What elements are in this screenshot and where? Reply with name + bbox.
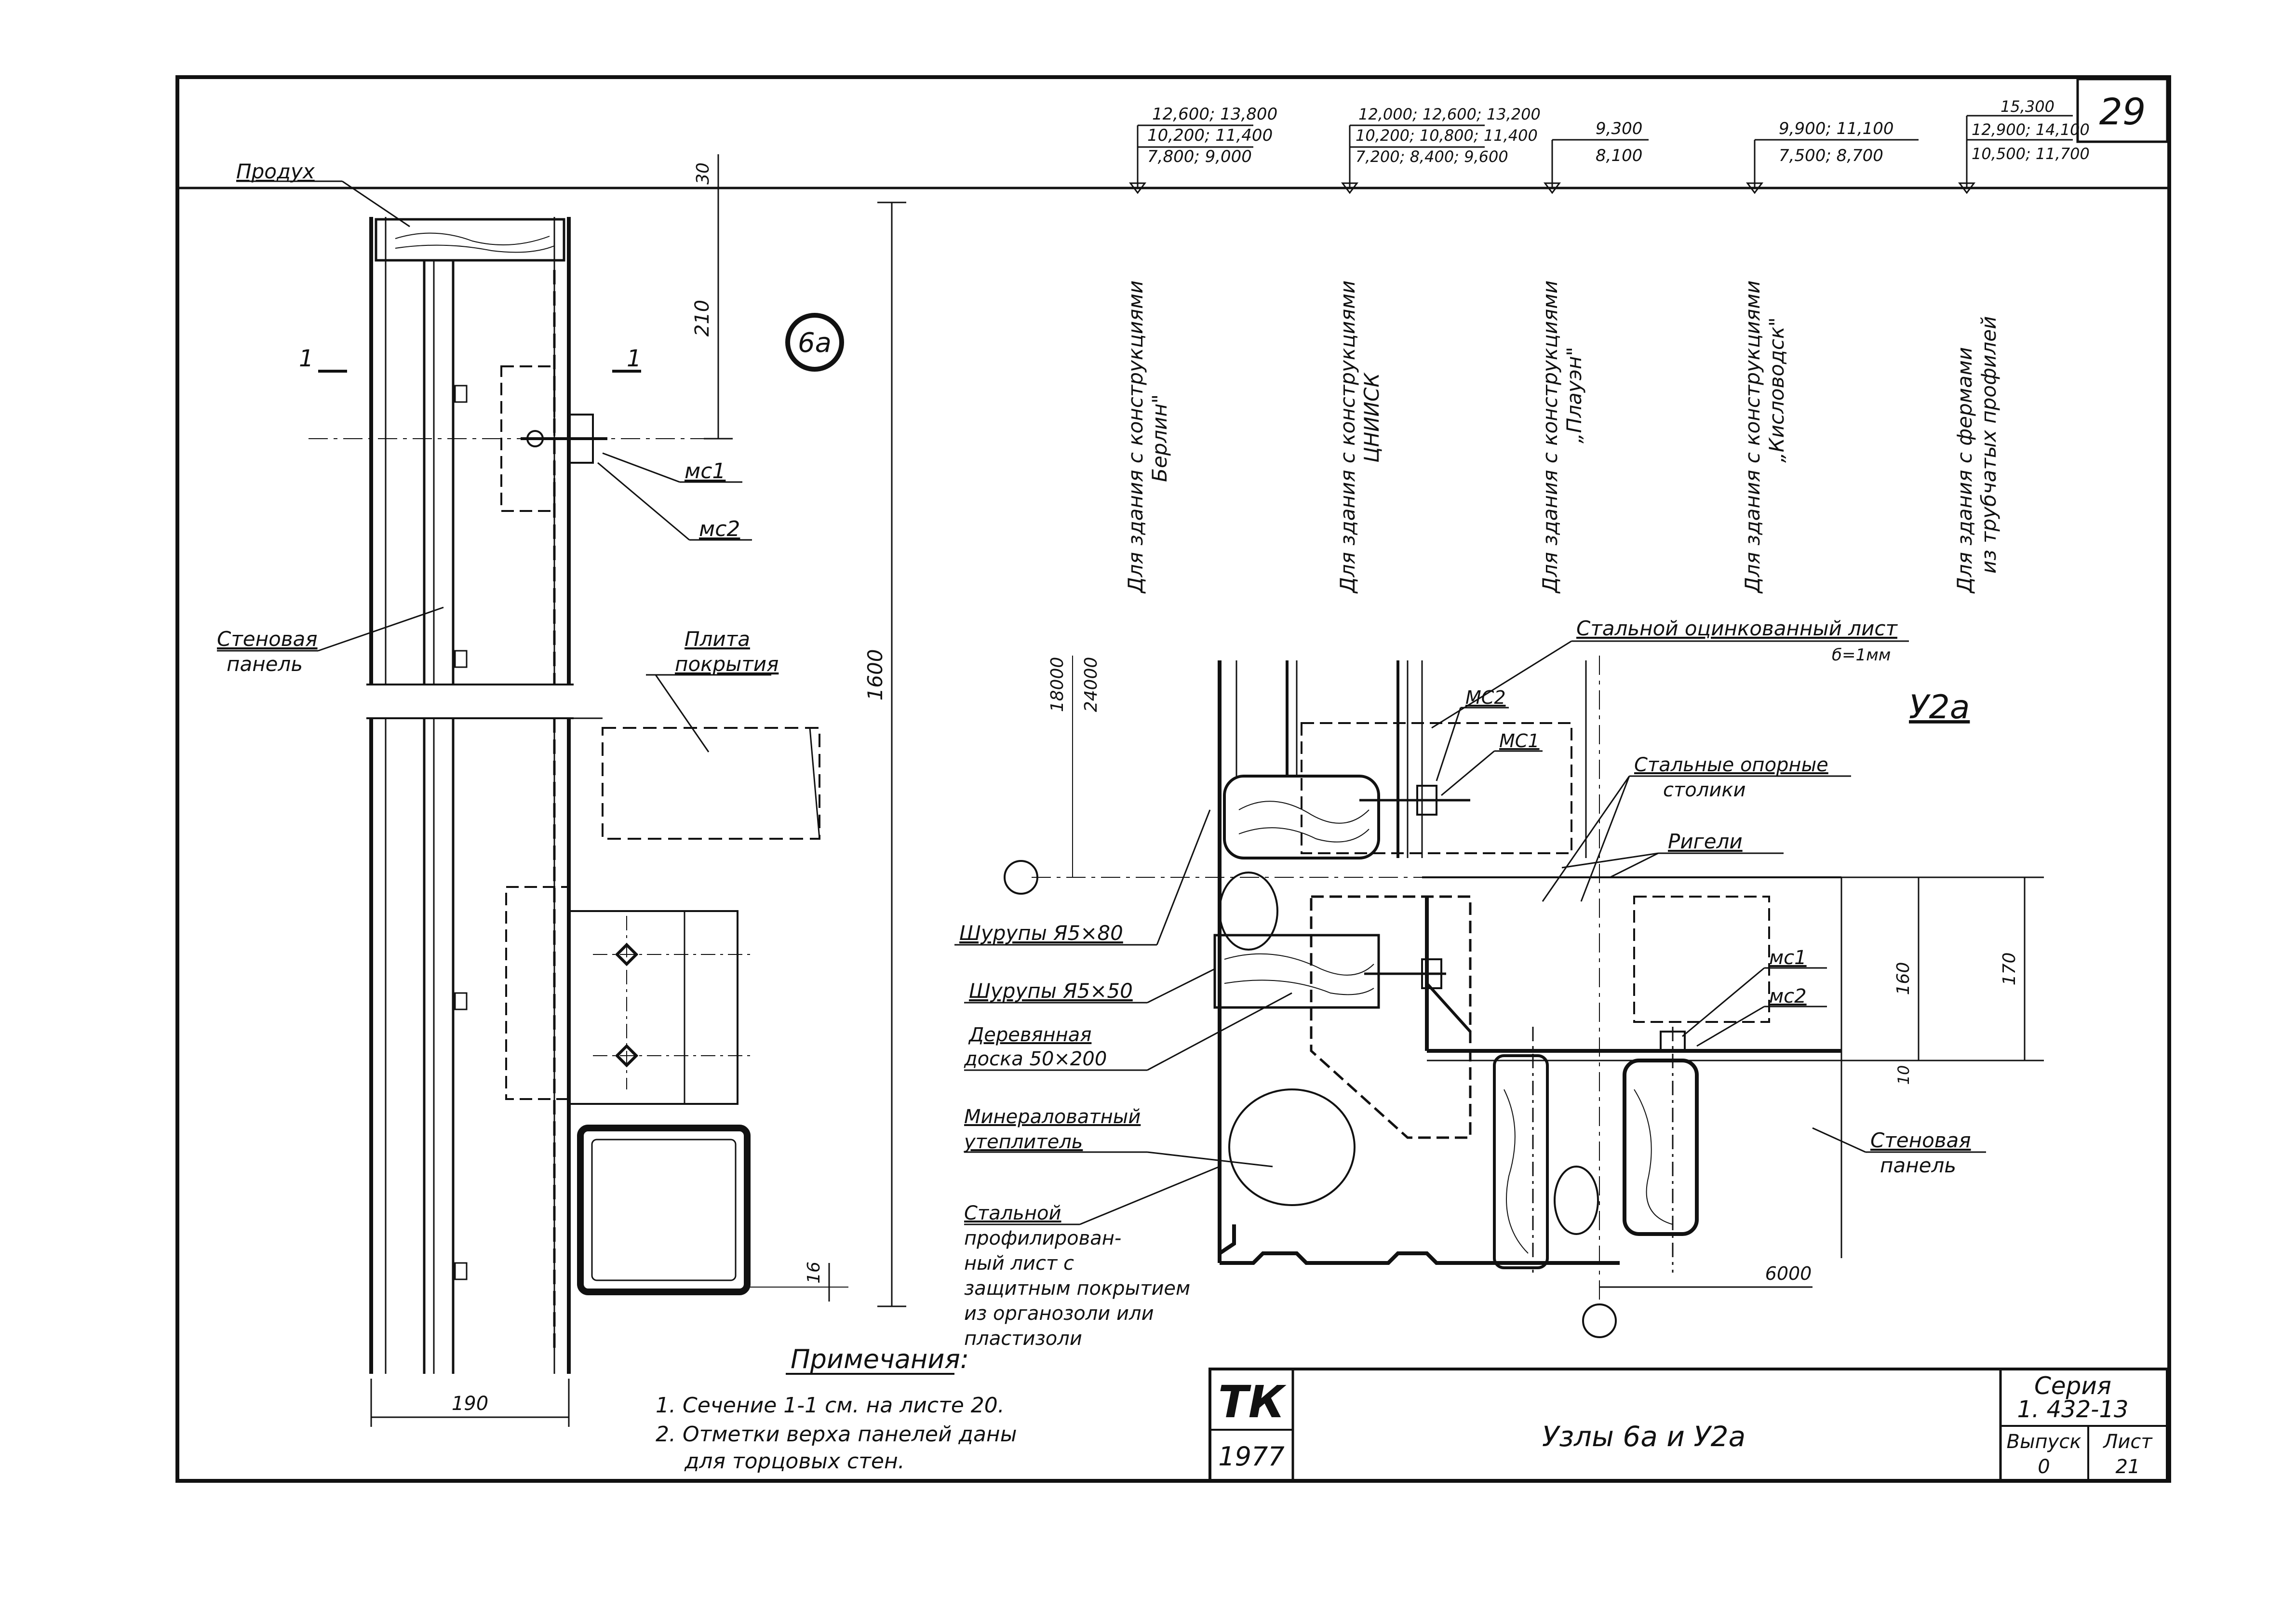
elev-1-caption-1: Для здания с конструкциями [1124, 281, 1147, 594]
node-6a-detail: 1 1 6а Продух Стеновая панель Плита покр… [217, 154, 906, 1427]
elev-4-row-2: 7,500; 8,700 [1779, 146, 1883, 165]
steel-sheet-label-6: пластизоли [964, 1328, 1082, 1350]
elev-1-row-3: 7,800; 9,000 [1147, 147, 1252, 166]
steel-sheet-label-2: профилирован- [964, 1227, 1121, 1249]
dim-16: 16 [804, 1262, 824, 1284]
elev-3-caption-1: Для здания с конструкциями [1538, 281, 1562, 594]
elevation-group-2: 12,000; 12,600; 13,200 10,200; 10,800; 1… [1336, 105, 1541, 594]
wall-panel-label-1: Стеновая [217, 627, 318, 651]
steel-sheet-label-5: из органозоли или [964, 1302, 1154, 1325]
issue-value: 0 [2038, 1456, 2050, 1478]
dim-24000: 24000 [1081, 657, 1101, 712]
elev-5-row-3: 10,500; 11,700 [1972, 145, 2090, 163]
elevation-group-1: 12,600; 13,800 10,200; 11,400 7,800; 9,0… [1124, 105, 1277, 594]
elev-5-caption-2: из трубчатых профилей [1977, 316, 2001, 574]
dim-30: 30 [693, 162, 713, 185]
notes: Примечания: 1. Сечение 1-1 см. на листе … [656, 1344, 1017, 1474]
elev-5-row-2: 12,900; 14,100 [1972, 121, 2090, 139]
page-value: 21 [2116, 1456, 2140, 1478]
u2a-mc2-label: МС2 [1465, 687, 1506, 708]
elev-3-row-1: 9,300 [1596, 119, 1642, 138]
elevation-group-4: 9,900; 11,100 7,500; 8,700 Для здания с … [1741, 119, 1919, 594]
steel-supports-label-1: Стальные опорные [1634, 754, 1828, 776]
u2a-mc1-b-label: мс1 [1769, 947, 1807, 969]
elev-4-caption-2: „Кисловодск" [1765, 317, 1788, 463]
elev-2-row-3: 7,200; 8,400; 9,600 [1356, 148, 1508, 166]
sheet-number-box: 29 [2076, 78, 2169, 143]
elev-2-row-2: 10,200; 10,800; 11,400 [1356, 126, 1538, 145]
title-block: ТК 1977 Узлы 6а и У2а Серия 1. 432-13 Вы… [1208, 1368, 2169, 1482]
elev-1-caption-2: Берлин" [1148, 394, 1171, 482]
notes-heading: Примечания: [791, 1344, 969, 1374]
elevation-tables: 12,600; 13,800 10,200; 11,400 7,800; 9,0… [1124, 97, 2090, 594]
dim-160: 160 [1893, 962, 1913, 995]
elev-2-caption-1: Для здания с конструкциями [1336, 281, 1359, 594]
dim-210: 210 [691, 300, 713, 336]
dim-1600: 1600 [863, 649, 887, 701]
mc2-label: мс2 [699, 517, 740, 541]
dim-190: 190 [452, 1393, 488, 1415]
wall-panel-label-2: панель [227, 652, 303, 676]
screws-label-2: Шурупы Я5×50 [969, 979, 1133, 1003]
elev-2-caption-2: ЦНИИСК [1360, 372, 1383, 463]
mc1-label: мс1 [685, 459, 725, 483]
mineral-label-2: утеплитель [964, 1131, 1083, 1153]
section-mark-right: 1 [627, 345, 642, 372]
roof-slab-label-1: Плита [685, 627, 750, 651]
page-label: Лист [2102, 1431, 2153, 1453]
elev-4-caption-1: Для здания с конструкциями [1741, 281, 1764, 594]
elev-2-row-1: 12,000; 12,600; 13,200 [1358, 105, 1541, 123]
issue-label: Выпуск [2007, 1431, 2081, 1453]
roof-slab-label-2: покрытия [675, 652, 779, 676]
section-mark-left: 1 [299, 345, 314, 372]
galv-sheet-thk: б=1мм [1832, 645, 1891, 665]
node-6a-label: 6а [798, 327, 832, 359]
screws-label-1: Шурупы Я5×80 [959, 921, 1123, 945]
elev-3-caption-2: „Плауэн" [1562, 347, 1586, 443]
sheet-frame [175, 75, 2171, 1483]
u2a-wall-label-1: Стеновая [1870, 1128, 1971, 1152]
sheet-number: 29 [2099, 90, 2146, 133]
elevation-group-3: 9,300 8,100 Для здания с конструкциями „… [1538, 119, 1649, 594]
stamp-label: ТК [1218, 1376, 1287, 1428]
elev-3-row-2: 8,100 [1596, 146, 1642, 165]
mineral-label-1: Минераловатный [964, 1106, 1141, 1128]
vent-label: Продух [236, 160, 315, 183]
dim-170: 170 [2000, 953, 2019, 986]
dim-6000: 6000 [1765, 1263, 1812, 1284]
year-label: 1977 [1218, 1441, 1284, 1472]
u2a-mc1-label: МС1 [1499, 730, 1540, 752]
dim-10: 10 [1894, 1065, 1913, 1085]
steel-sheet-label-1: Стальной [964, 1202, 1061, 1224]
u2a-mc2-b-label: мс2 [1769, 985, 1807, 1007]
galv-sheet-label: Стальной оцинкованный лист [1576, 617, 1898, 640]
steel-sheet-label-3: ный лист с [964, 1252, 1074, 1275]
node-u2a-label: У2а [1909, 688, 1970, 726]
note-item-3: для торцовых стен. [684, 1449, 905, 1474]
elevation-group-5: 15,300 12,900; 14,100 10,500; 11,700 Для… [1953, 97, 2090, 594]
series-code: 1. 432-13 [2017, 1396, 2128, 1423]
elev-5-row-1: 15,300 [2001, 97, 2054, 116]
board-label-2: доска 50×200 [964, 1048, 1107, 1070]
dim-18000: 18000 [1047, 657, 1067, 712]
board-label-1: Деревянная [968, 1024, 1091, 1046]
elev-1-row-2: 10,200; 11,400 [1147, 126, 1273, 145]
girders-label: Ригели [1668, 830, 1743, 853]
u2a-wall-label-2: панель [1880, 1154, 1956, 1177]
node-u2a-detail: 18000 24000 160 170 10 6000 У2а Стальной… [954, 617, 2044, 1350]
series-label: Серия [2034, 1372, 2111, 1400]
note-item-2: 2. Отметки верха панелей даны [656, 1422, 1017, 1447]
elev-5-caption-1: Для здания с фермами [1953, 347, 1976, 594]
sheet-title: Узлы 6а и У2а [1542, 1420, 1745, 1453]
steel-sheet-label-4: защитным покрытием [964, 1277, 1190, 1300]
elev-4-row-1: 9,900; 11,100 [1779, 119, 1894, 138]
elev-1-row-1: 12,600; 13,800 [1152, 105, 1277, 124]
note-item-1: 1. Сечение 1-1 см. на листе 20. [656, 1393, 1005, 1418]
steel-supports-label-2: столики [1663, 779, 1745, 801]
